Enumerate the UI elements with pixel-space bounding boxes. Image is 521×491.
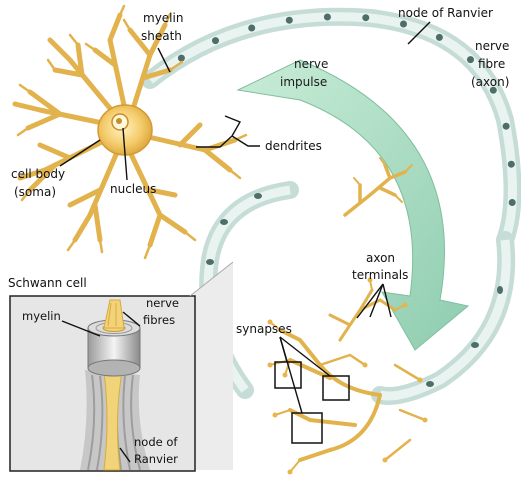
label-inset-nerve-2: fibres bbox=[143, 313, 175, 327]
label-myelin-sheath-1: myelin bbox=[143, 11, 183, 25]
label-axon-terminals-2: terminals bbox=[352, 268, 408, 282]
label-schwann-cell: Schwann cell bbox=[8, 276, 87, 290]
label-inset-myelin: myelin bbox=[22, 309, 61, 323]
label-cell-body-1: cell body bbox=[11, 167, 65, 181]
node-of-ranvier bbox=[286, 17, 293, 24]
label-synapses: synapses bbox=[236, 322, 292, 336]
node-of-ranvier bbox=[467, 56, 474, 63]
node-of-ranvier bbox=[436, 34, 443, 41]
label-nerve-fibre-2: fibre bbox=[478, 57, 505, 71]
axon-upper bbox=[150, 14, 516, 241]
label-inset-nerve-1: nerve bbox=[146, 296, 179, 310]
label-cell-body-2: (soma) bbox=[14, 185, 56, 199]
label-inset-node-1: node of bbox=[134, 435, 178, 449]
label-nerve-impulse-1: nerve bbox=[294, 57, 328, 71]
label-node-of-ranvier: node of Ranvier bbox=[398, 6, 493, 20]
node-of-ranvier bbox=[212, 37, 219, 44]
nerve-impulse-arrow bbox=[238, 60, 468, 350]
label-dendrites: dendrites bbox=[265, 139, 322, 153]
node-of-ranvier bbox=[324, 14, 331, 21]
node-of-ranvier bbox=[508, 161, 515, 168]
label-nucleus: nucleus bbox=[110, 182, 156, 196]
label-axon-terminals-1: axon bbox=[366, 251, 395, 265]
node-of-ranvier bbox=[400, 21, 407, 28]
nucleus bbox=[112, 114, 128, 130]
label-myelin-sheath-2: sheath bbox=[141, 29, 182, 43]
label-nerve-fibre-3: (axon) bbox=[471, 75, 509, 89]
node-of-ranvier bbox=[509, 199, 516, 206]
node-of-ranvier bbox=[178, 55, 185, 62]
label-nerve-impulse-2: impulse bbox=[280, 75, 327, 89]
label-nerve-fibre-1: nerve bbox=[475, 39, 509, 53]
node-of-ranvier bbox=[503, 123, 510, 130]
node-of-ranvier bbox=[362, 14, 369, 21]
label-inset-node-2: Ranvier bbox=[134, 452, 178, 466]
node-of-ranvier bbox=[248, 25, 255, 32]
axon-lower bbox=[206, 190, 506, 396]
schwann-cell-inset bbox=[10, 262, 233, 471]
